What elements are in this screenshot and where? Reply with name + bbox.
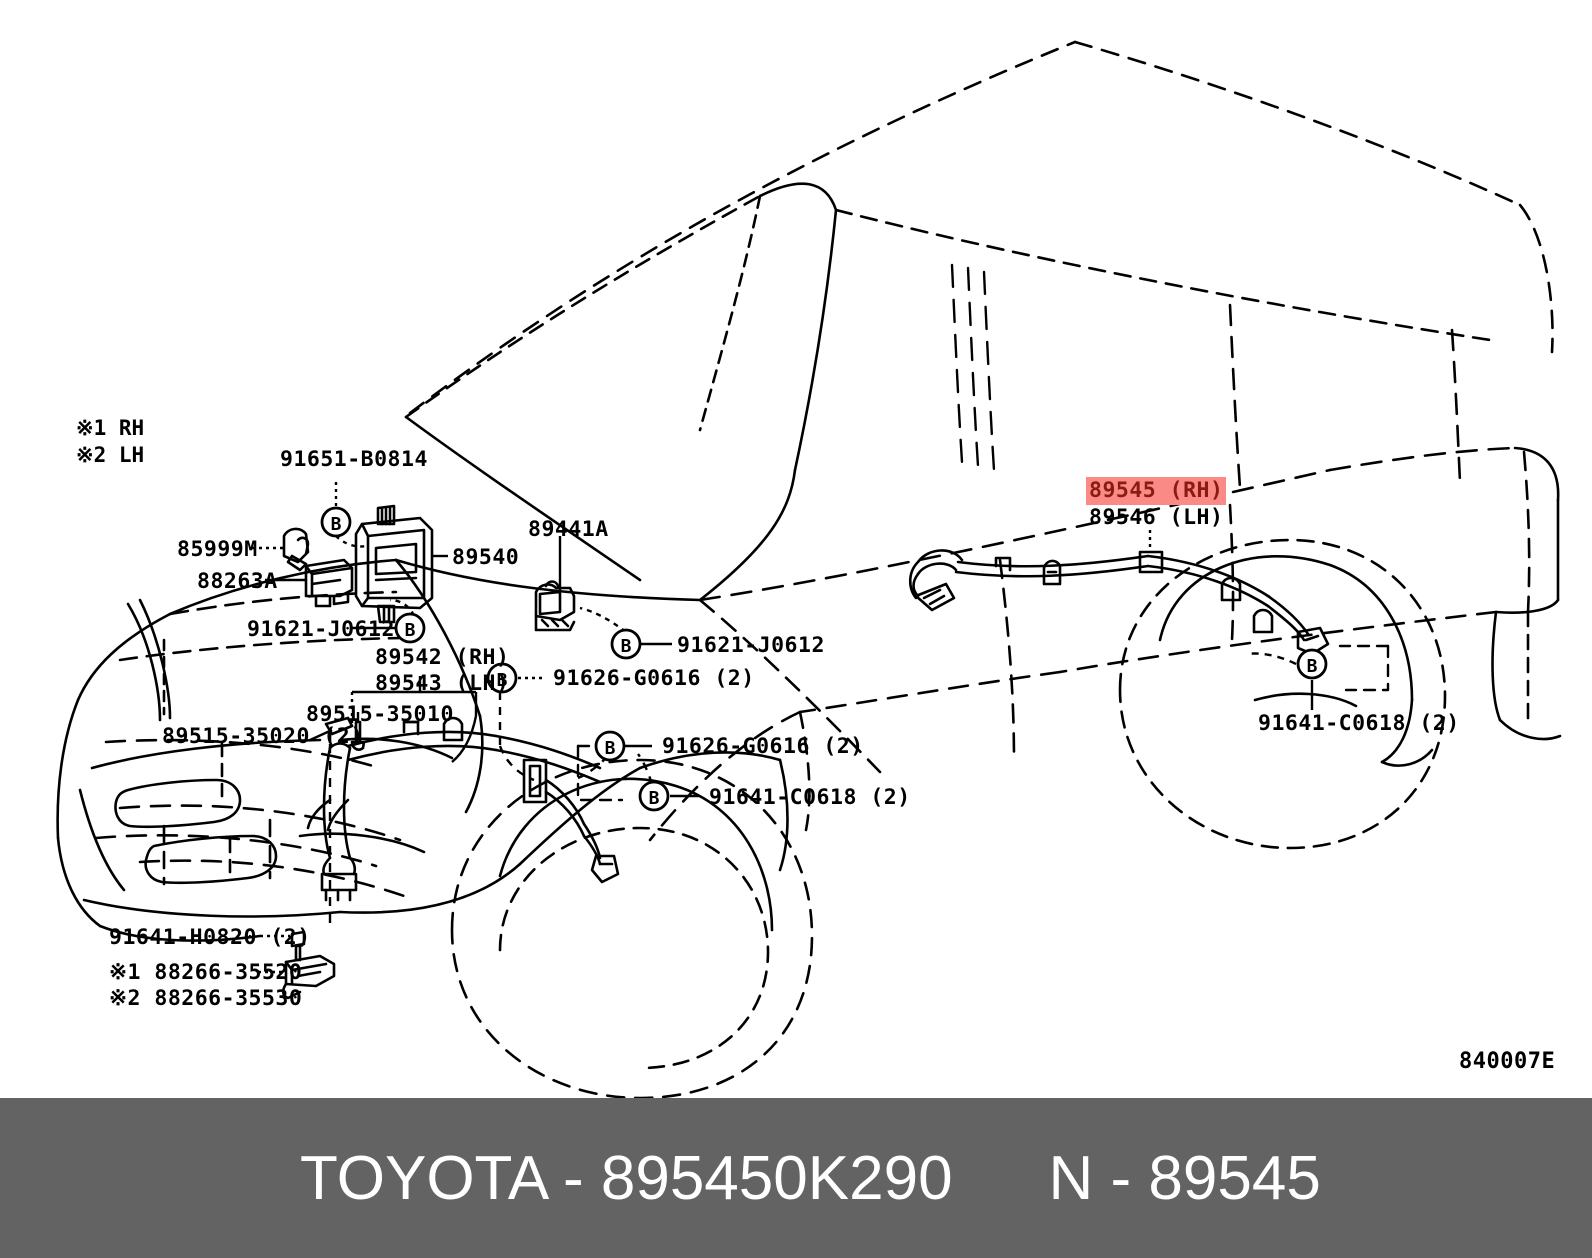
inner-fender-edge xyxy=(394,558,482,718)
callout-88263a: 88263A xyxy=(197,569,278,594)
vehicle-diagram-artboard: B B B B B xyxy=(56,40,1562,1098)
rear-corner-top xyxy=(1513,446,1560,502)
cowl-line xyxy=(394,558,702,602)
front-wheel-arch xyxy=(498,777,774,932)
callout-91621-j0612-left: 91621-J0612 xyxy=(247,617,395,642)
rocker-line xyxy=(798,610,1498,714)
callout-89515-35010: 89515-35010 xyxy=(306,702,454,727)
front-wheel-circle xyxy=(450,758,814,1098)
windshield-upper-edge xyxy=(404,194,762,419)
sensor-89441a xyxy=(534,580,576,632)
callout-89540: 89540 xyxy=(452,545,520,570)
banner-brand-and-part-number: TOYOTA - 895450K290 xyxy=(300,1143,953,1213)
harness-bracket xyxy=(522,758,548,804)
fender-top-front xyxy=(76,612,172,702)
svg-text:B: B xyxy=(621,636,632,657)
svg-text:B: B xyxy=(649,788,660,809)
svg-text:B: B xyxy=(331,514,342,535)
front-sonar-harness xyxy=(306,716,620,902)
callout-91621-j0612-right: 91621-J0612 xyxy=(677,633,825,658)
bolt-marker-91626-g0616-lower: B xyxy=(594,730,626,762)
rear-wheel-arch xyxy=(1158,555,1414,702)
callout-89515-35020: 89515-35020 (2) xyxy=(162,724,364,749)
front-corner xyxy=(56,698,80,840)
a-pillar-lower xyxy=(404,415,642,582)
bumper-upper-edge xyxy=(90,738,322,770)
legend-rh-lh: ※1 RH ※2 LH xyxy=(76,416,145,468)
roof-outline xyxy=(408,40,1554,415)
bracket-88266 xyxy=(281,954,336,1000)
beltline xyxy=(698,446,1517,602)
grille-opening-upper xyxy=(114,778,242,829)
connector-88263a xyxy=(304,558,354,608)
callout-85999m: 85999M xyxy=(177,537,258,562)
figure-id: 840007E xyxy=(1459,1049,1556,1074)
ecu-body xyxy=(354,504,434,624)
callout-91651-b0814: 91651-B0814 xyxy=(280,447,428,472)
buzzer-85999m xyxy=(282,527,310,572)
callout-91641-h0820: 91641-H0820 (2) xyxy=(109,925,311,950)
callout-89543-lh: 89543 (LH) xyxy=(375,671,510,696)
bolt-marker-91626-g0616-upper: B xyxy=(486,662,518,694)
rear-lower-step xyxy=(1494,598,1560,614)
callout-91626-g0616-lower: 91626-G0616 (2) xyxy=(662,734,864,759)
callout-91641-c0618-right: 91641-C0618 (2) xyxy=(1258,711,1460,736)
callout-89546-lh: 89546 (LH) xyxy=(1089,505,1224,530)
svg-text:B: B xyxy=(405,620,416,641)
bolt-markers: B B B B B xyxy=(320,506,1328,812)
bolt-marker-91641-c0618-right: B xyxy=(1296,648,1328,680)
callout-88266-35530: ※2 88266-35530 xyxy=(109,986,303,1011)
bolt-marker-91621-j0612-left: B xyxy=(394,612,426,644)
callout-88266-35520: ※1 88266-35520 xyxy=(109,960,303,985)
part-number-banner-text: TOYOTA - 895450K290 N - 89545 xyxy=(0,1098,1592,1258)
banner-alt-number: N - 89545 xyxy=(1048,1143,1321,1213)
rear-sonar-harness xyxy=(908,549,1330,656)
vehicle-line-art: B B B B B xyxy=(56,40,1562,1098)
grille-opening-lower xyxy=(144,834,278,885)
highlight-89545-rh: 89545 (RH) xyxy=(1086,477,1227,506)
screw-91641-h0820 xyxy=(290,930,306,962)
bolt-marker-91651-b0814: B xyxy=(320,506,352,538)
callout-91626-g0616-upper: 91626-G0616 (2) xyxy=(553,666,755,691)
svg-text:B: B xyxy=(1307,656,1318,677)
callout-91641-c0618-center: 91641-C0618 (2) xyxy=(709,785,911,810)
part-number-banner xyxy=(0,1098,1592,1258)
callout-89441a: 89441A xyxy=(528,517,609,542)
bumper-lower-edge xyxy=(82,898,342,918)
bolt-marker-91641-c0618-center: B xyxy=(638,780,670,812)
fender-bottom-rear xyxy=(338,862,522,914)
callout-89545-rh: 89545 (RH) xyxy=(1086,477,1227,506)
b-pillar-seams xyxy=(950,263,996,472)
rear-wheel-circle xyxy=(1118,538,1447,850)
bolt-marker-91621-j0612-right: B xyxy=(610,628,642,660)
svg-text:B: B xyxy=(605,738,616,759)
c-pillar-seam xyxy=(1228,303,1242,490)
svg-text:B: B xyxy=(497,670,508,691)
roof-side-rail xyxy=(834,208,1492,342)
quarter-glass-seam xyxy=(1450,328,1462,484)
callout-89542-rh: 89542 (RH) xyxy=(375,645,510,670)
